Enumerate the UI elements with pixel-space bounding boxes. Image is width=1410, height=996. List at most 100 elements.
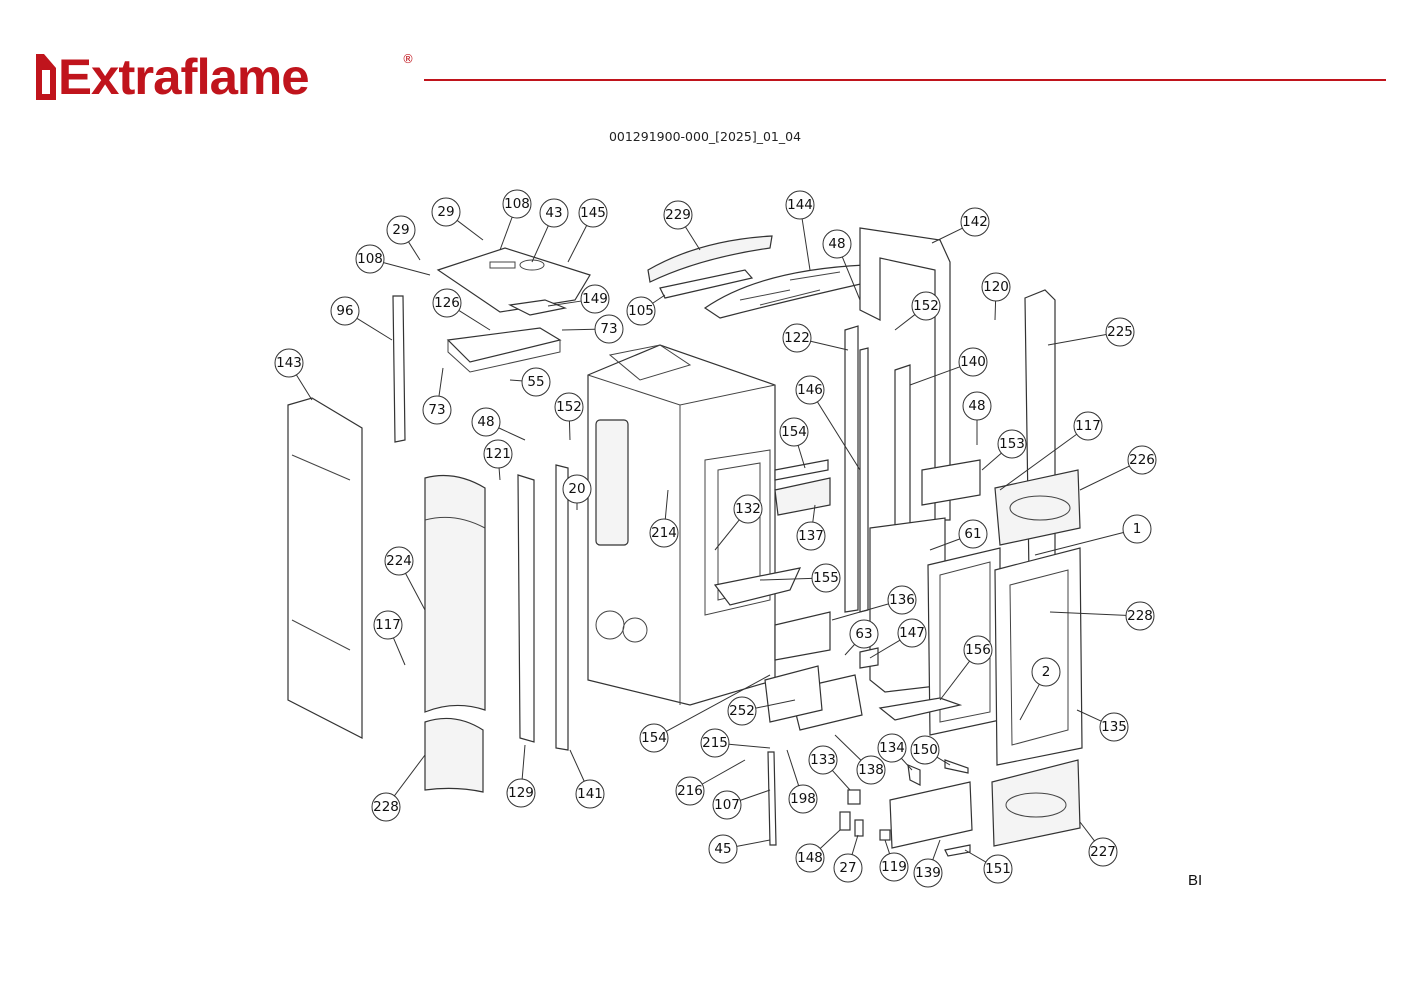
leader-line	[498, 427, 526, 441]
curved-lower-panel	[424, 717, 484, 793]
leader-line	[1079, 821, 1095, 842]
leader-line	[568, 420, 571, 441]
leader-line	[393, 637, 406, 666]
callout-circle	[1073, 411, 1103, 441]
part-150	[944, 759, 969, 774]
callout-117: 117	[373, 610, 406, 666]
callout-circle	[788, 784, 818, 814]
leader-line	[901, 758, 913, 771]
leader-line	[831, 770, 851, 791]
callout-number: 150	[912, 742, 938, 758]
callout-number: 140	[960, 354, 986, 370]
callout-number: 228	[1127, 608, 1153, 624]
callout-number: 151	[985, 861, 1011, 877]
callout-circle	[808, 745, 838, 775]
callout-circle	[578, 198, 608, 228]
plate-136	[774, 611, 831, 661]
callout-number: 139	[915, 865, 941, 881]
callout-circle	[1031, 657, 1061, 687]
callout-circle	[1125, 601, 1155, 631]
callout-152: 152	[894, 291, 941, 331]
callout-29: 29	[431, 197, 484, 241]
callout-number: 143	[276, 355, 302, 371]
callout-circle	[795, 375, 825, 405]
leader-line	[685, 226, 701, 251]
callout-150: 150	[910, 735, 951, 766]
callout-number: 198	[790, 791, 816, 807]
callout-circle	[811, 563, 841, 593]
callout-45: 45	[708, 834, 771, 864]
callout-number: 154	[781, 424, 807, 440]
callout-circle	[849, 619, 879, 649]
callout-154: 154	[639, 674, 771, 753]
callout-29: 29	[386, 215, 421, 261]
callout-number: 137	[798, 528, 824, 544]
leader-line	[1034, 531, 1124, 556]
upright-146	[859, 347, 869, 613]
callout-61: 61	[929, 519, 988, 551]
callout-number: 27	[839, 860, 856, 876]
callout-circle	[663, 200, 693, 230]
leader-line	[810, 340, 849, 351]
callout-2: 2	[1019, 657, 1061, 721]
leader-line	[666, 674, 771, 732]
callout-number: 119	[881, 859, 907, 875]
callout-circle	[330, 296, 360, 326]
callout-circle	[554, 392, 584, 422]
leader-line	[851, 834, 859, 855]
callout-circle	[373, 610, 403, 640]
callout-number: 120	[983, 279, 1009, 295]
leader-line	[456, 220, 484, 241]
leader-line	[869, 639, 901, 659]
callout-number: 43	[545, 205, 562, 221]
part-outlines	[287, 227, 1083, 857]
water-tank	[595, 419, 629, 546]
callout-circle	[639, 723, 669, 753]
callout-145: 145	[567, 198, 608, 263]
callout-number: 129	[508, 785, 534, 801]
callout-number: 215	[702, 735, 728, 751]
plate-149	[508, 299, 568, 316]
leader-line	[458, 310, 491, 331]
callout-circle	[856, 755, 886, 785]
callout-circle	[782, 323, 812, 353]
callout-circle	[877, 733, 907, 763]
leader-line	[701, 759, 746, 785]
leader-line	[561, 328, 596, 331]
leader-line	[728, 743, 771, 749]
leader-line	[939, 660, 970, 701]
side-panel-left	[287, 397, 363, 739]
leader-line	[1049, 611, 1127, 616]
callout-circle	[796, 521, 826, 551]
callout-circle	[675, 776, 705, 806]
part-134	[907, 764, 921, 786]
callout-circle	[822, 229, 852, 259]
callout-number: 153	[999, 436, 1025, 452]
callout-circle	[727, 696, 757, 726]
callout-252: 252	[727, 696, 796, 726]
leader-line	[964, 849, 987, 863]
callout-144: 144	[785, 190, 815, 271]
leader-line	[894, 314, 916, 331]
header-rule	[424, 79, 1386, 81]
upright-122	[844, 325, 859, 613]
leader-line	[356, 317, 393, 341]
leader-line	[740, 789, 771, 801]
callout-number: 214	[651, 525, 677, 541]
leader-line	[567, 225, 588, 263]
callout-number: 126	[434, 295, 460, 311]
leader-line	[981, 452, 1002, 471]
leader-line	[664, 489, 669, 520]
callout-number: 108	[357, 251, 383, 267]
leader-line	[884, 839, 891, 854]
callout-149: 149	[547, 284, 610, 314]
part-147	[859, 647, 879, 669]
leader-line	[1019, 684, 1040, 721]
leader-line	[438, 367, 444, 397]
callout-151: 151	[964, 849, 1013, 884]
callout-154: 154	[779, 417, 809, 469]
callout-228: 228	[1049, 601, 1155, 631]
leader-line	[841, 256, 861, 301]
callout-circle	[1105, 317, 1135, 347]
callout-circle	[779, 417, 809, 447]
